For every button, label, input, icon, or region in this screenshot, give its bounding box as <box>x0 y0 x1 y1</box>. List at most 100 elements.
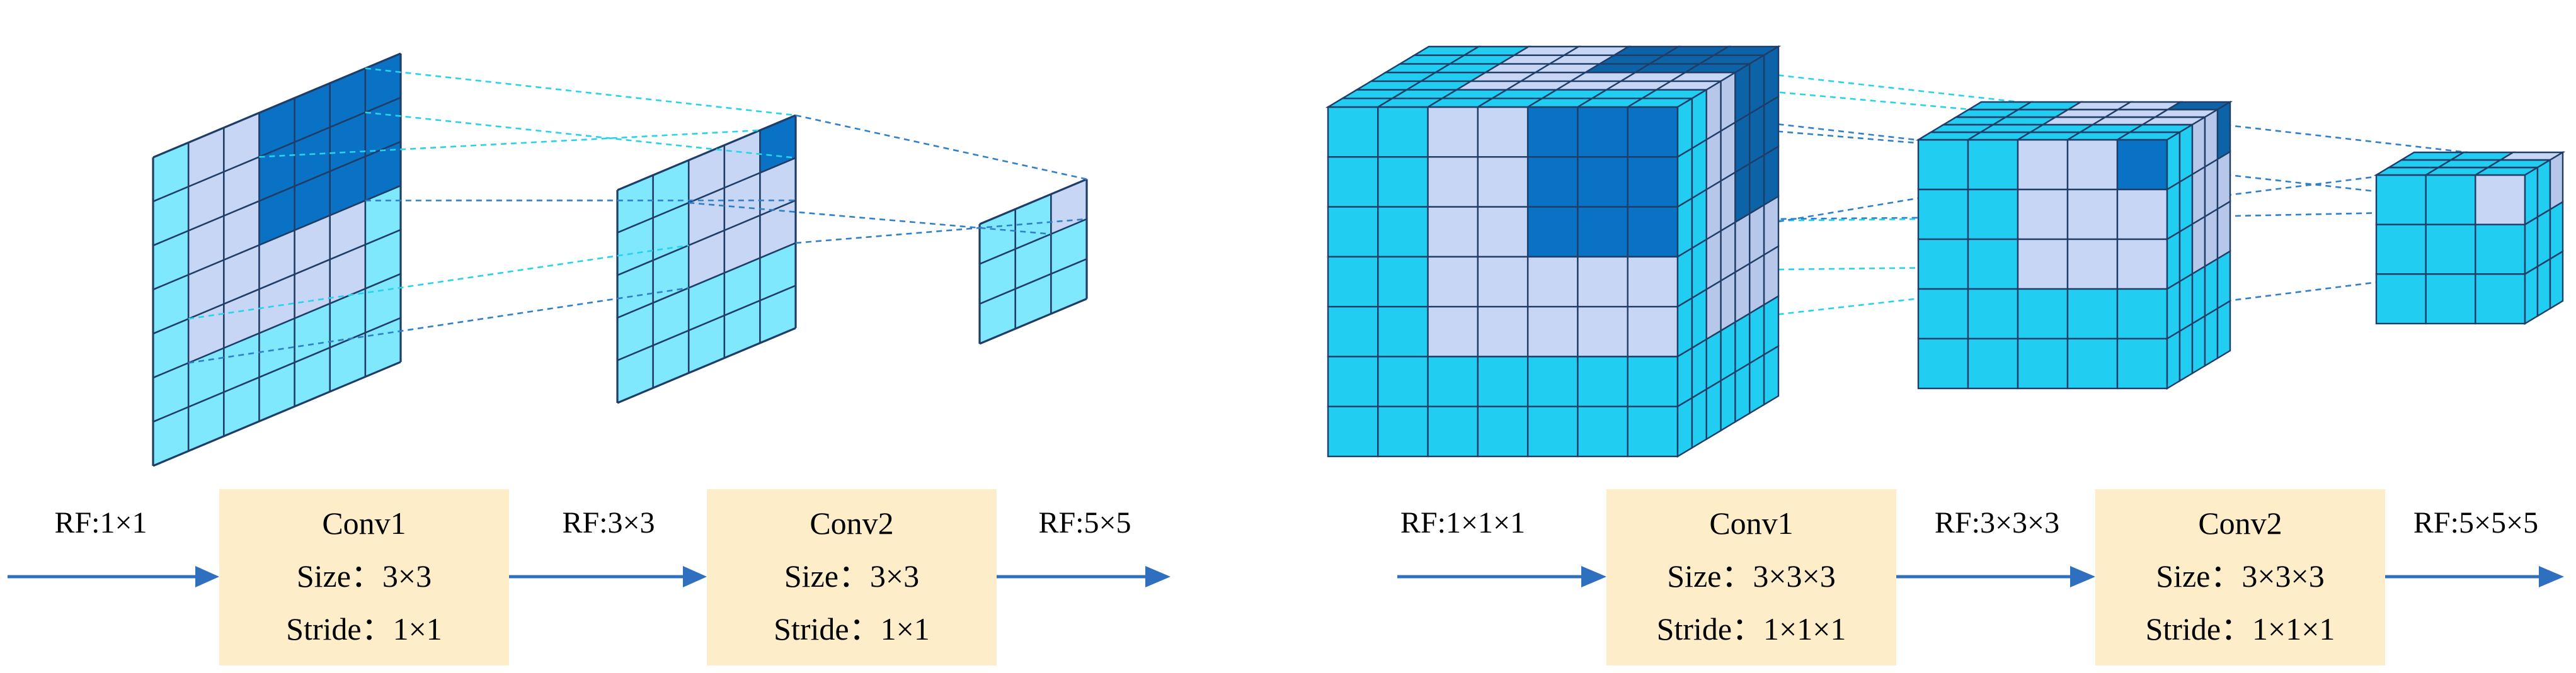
grid-cell <box>259 362 295 422</box>
cube-front-cell <box>1377 206 1429 258</box>
grid-cell <box>329 244 365 304</box>
grid-line <box>617 200 796 276</box>
cube-front-cell <box>2425 273 2476 325</box>
grid-cell <box>224 157 260 216</box>
cube-front-cell <box>1917 288 1969 340</box>
grid-cell <box>365 97 401 157</box>
cube-side-cell <box>1691 238 1707 300</box>
cube-front-cell <box>2066 139 2119 191</box>
cube-side-cell <box>1676 147 1693 208</box>
grid-line <box>979 298 1087 345</box>
cube-side-cell <box>2216 100 2231 161</box>
cube-front-cell <box>2017 337 2069 390</box>
left-conv1-stride: Stride：1×1 <box>286 611 442 647</box>
left-conv2-size: Size：3×3 <box>784 558 919 594</box>
grid-line <box>152 273 401 379</box>
cube-side-cell <box>1720 320 1736 382</box>
grid-cell <box>1015 234 1051 289</box>
grid-cell <box>365 53 401 113</box>
grid-line <box>617 285 796 361</box>
right-mid-rf-label: RF:3×3×3 <box>1935 506 2059 540</box>
left-conv1-size: Size：3×3 <box>297 558 432 594</box>
grid-cell <box>653 288 689 346</box>
cube-front-cell <box>1377 156 1429 208</box>
grid-cell <box>724 257 760 316</box>
cube-side-cell <box>1763 95 1780 157</box>
cube-side-cell <box>1705 379 1722 441</box>
cube-front-cell <box>1577 356 1629 407</box>
left-mid-rf-label: RF:3×3 <box>562 506 655 540</box>
cube-side-cell <box>1720 71 1736 133</box>
grid-cell <box>259 186 295 246</box>
grid-cell <box>724 300 760 358</box>
cube-front-cell <box>1427 156 1479 208</box>
left-conv1-box <box>219 489 509 665</box>
grid-line <box>152 361 401 467</box>
left-arrow-3-head <box>1145 566 1171 587</box>
grid-cell <box>188 259 224 319</box>
cube-front-cell <box>2066 288 2119 340</box>
cube-side-cell <box>2524 166 2539 226</box>
grid-cell <box>153 319 189 378</box>
cube-front-cell <box>1917 188 1969 240</box>
cube-front-cell <box>2066 188 2119 240</box>
grid-cell <box>760 285 796 343</box>
cube-front-cell <box>1627 405 1679 458</box>
cube-front-cell <box>1327 305 1379 358</box>
right-cube-large <box>1325 45 1782 458</box>
grid-cell <box>617 345 653 403</box>
cube-side-cell <box>1720 271 1736 332</box>
grid-cell <box>259 98 295 157</box>
grid-line <box>152 52 401 159</box>
grid-line <box>152 184 401 291</box>
left-conv2-name: Conv2 <box>810 506 893 541</box>
right-conv1-name: Conv1 <box>1709 506 1793 541</box>
grid-line <box>617 242 796 319</box>
cube-side-cell <box>2204 307 2219 368</box>
cube-front-cell <box>2066 238 2119 290</box>
cube-front-cell <box>1477 305 1529 358</box>
grid-cell <box>294 127 330 186</box>
grid-cell <box>617 175 653 233</box>
right-3d-cubes <box>1325 45 2566 458</box>
cube-side-cell <box>2191 264 2206 325</box>
cube-side-cell <box>1734 262 1751 324</box>
cube-side-cell <box>1676 396 1693 458</box>
cube-front-cell <box>1627 156 1679 208</box>
cube-side-cell <box>1763 195 1780 257</box>
cube-front-cell <box>2017 139 2069 191</box>
cube-side-cell <box>2178 172 2194 234</box>
cube-side-cell <box>2216 299 2231 360</box>
grid-line <box>152 317 401 423</box>
cube-side-cell <box>1676 97 1693 159</box>
grid-cell <box>153 274 189 334</box>
right-cube-medium <box>1915 100 2233 390</box>
grid-cell <box>329 68 365 128</box>
cube-front-cell <box>2425 223 2476 275</box>
cube-front-cell <box>1377 106 1429 158</box>
grid-cell <box>329 156 365 216</box>
grid-cell <box>760 115 796 173</box>
cube-side-cell <box>2549 150 2564 211</box>
grid-cell <box>294 348 330 407</box>
cube-side-cell <box>2204 108 2219 169</box>
cube-front-cell <box>1327 256 1379 308</box>
grid-cell <box>188 348 224 407</box>
grid-cell <box>224 113 260 172</box>
cube-side-cell <box>1734 162 1751 224</box>
cube-front-cell <box>1967 238 2019 290</box>
cube-side-cell <box>1749 303 1765 365</box>
right-conv2-name: Conv2 <box>2198 506 2282 541</box>
left-layer-5x5 <box>616 114 797 404</box>
grid-cell <box>294 83 330 142</box>
right-conv2-box <box>2095 489 2385 665</box>
cube-front-cell <box>1526 256 1579 308</box>
cube-side-cell <box>1763 344 1780 406</box>
cube-side-cell <box>1749 253 1765 315</box>
grid-cell <box>980 288 1016 344</box>
grid-cell <box>259 142 295 201</box>
cube-front-cell <box>1377 305 1429 358</box>
grid-line <box>617 114 796 191</box>
left-arrow-1-head <box>195 566 219 587</box>
cube-front-cell <box>1327 106 1379 158</box>
